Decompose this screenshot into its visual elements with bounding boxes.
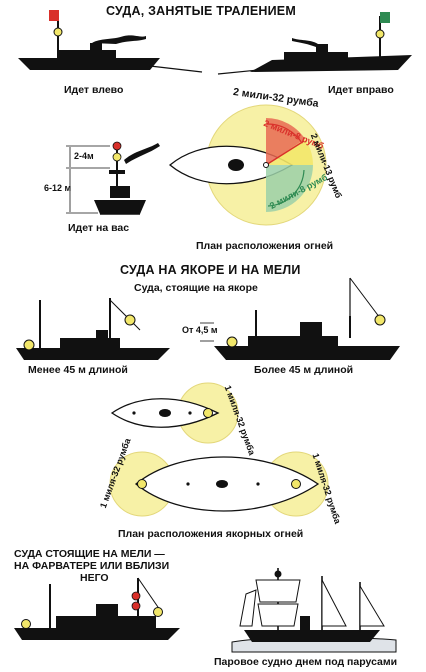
anchor-short-ship — [16, 298, 170, 360]
aground-ship — [14, 577, 180, 640]
sailing-steamer — [231, 568, 397, 653]
anchor-height-label: От 4,5 м — [182, 325, 218, 335]
trawler-left-light — [53, 27, 63, 37]
trawler-plan-caption: План расположения огней — [196, 240, 334, 252]
trawler-left-flag — [49, 10, 59, 21]
anchor-long-caption: Более 45 м длиной — [254, 364, 354, 376]
anchor-plan-upper — [110, 382, 239, 444]
anchor-plan-lower — [109, 451, 329, 517]
trawler-dim-top: 2-4м — [74, 151, 94, 161]
trawling-title: СУДА, ЗАНЯТЫЕ ТРАЛЕНИЕМ — [106, 4, 296, 18]
aground-title-line2: НА ФАРВАТЕРЕ ИЛИ ВБЛИЗИ — [14, 560, 170, 572]
trawler-right-caption: Идет вправо — [328, 84, 394, 96]
anchor-short-caption: Менее 45 м длиной — [28, 364, 128, 376]
trawler-front-ship — [66, 141, 160, 215]
anchor-long-ship — [200, 277, 400, 360]
trawler-right-light — [375, 29, 385, 39]
trawler-right-flag — [380, 12, 390, 23]
trawler-dim-side: 6-12 м — [44, 183, 72, 193]
anchor-subtitle: Суда, стоящие на якоре — [134, 282, 258, 294]
trawler-front-caption: Идет на вас — [68, 222, 130, 234]
anchor-title: СУДА НА ЯКОРЕ И НА МЕЛИ — [120, 263, 301, 277]
trawler-right-ship — [217, 12, 412, 75]
aground-title-line3: НЕГО — [80, 572, 109, 584]
trawler-left-caption: Идет влево — [64, 84, 124, 96]
sail-caption: Паровое судно днем под парусами — [214, 656, 398, 668]
trawler-light-plan — [168, 104, 327, 226]
aground-title-line1: СУДА СТОЯЩИЕ НА МЕЛИ — — [14, 548, 165, 560]
trawler-left-ship — [18, 10, 203, 73]
anchor-plan-caption: План расположения якорных огней — [118, 528, 304, 540]
